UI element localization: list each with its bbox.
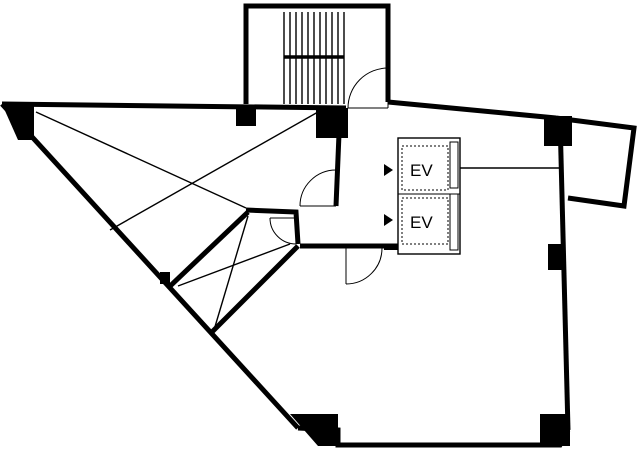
corridor-wall: [245, 207, 301, 245]
east-wall: [557, 117, 571, 431]
elevator-label-1: EV: [410, 161, 433, 180]
top-wall-right: [387, 99, 557, 121]
structural-columns: [2, 104, 572, 446]
elevator-shaft-2: [401, 197, 449, 245]
column: [236, 108, 256, 126]
elevator-bank: EV EV: [384, 137, 461, 255]
stair-icon: [283, 12, 345, 104]
triangle-right-icon: [384, 214, 393, 226]
door-swing-icon: [345, 247, 383, 285]
right-annex-wall: [555, 115, 637, 209]
elevator-shaft-1: [401, 145, 449, 191]
column: [160, 272, 170, 284]
diagonal-west-wall: [0, 102, 300, 430]
exterior-walls: [0, 99, 637, 448]
column: [290, 414, 338, 446]
column: [2, 104, 34, 140]
door-swing-icon: [299, 169, 337, 207]
column: [544, 116, 572, 146]
elevator-label-2: EV: [410, 213, 433, 232]
triangle-right-icon: [384, 164, 393, 176]
interior-walls: [166, 109, 563, 336]
void-cross-lines: [35, 111, 319, 331]
column: [316, 108, 348, 138]
column: [540, 414, 570, 446]
column: [384, 244, 398, 250]
stairwell-wall: [243, 3, 391, 104]
door-swing-icon: [269, 217, 297, 245]
inner-diagonal-lower: [208, 244, 300, 336]
door-swing-icon: [347, 67, 389, 109]
top-wall-left: [1, 101, 347, 111]
south-wall: [297, 425, 571, 448]
elevator-door-1: [449, 141, 459, 189]
inner-diagonal-upper: [166, 210, 250, 290]
stairwell: [243, 3, 391, 109]
column: [548, 244, 564, 270]
elevator-core: [397, 137, 461, 255]
